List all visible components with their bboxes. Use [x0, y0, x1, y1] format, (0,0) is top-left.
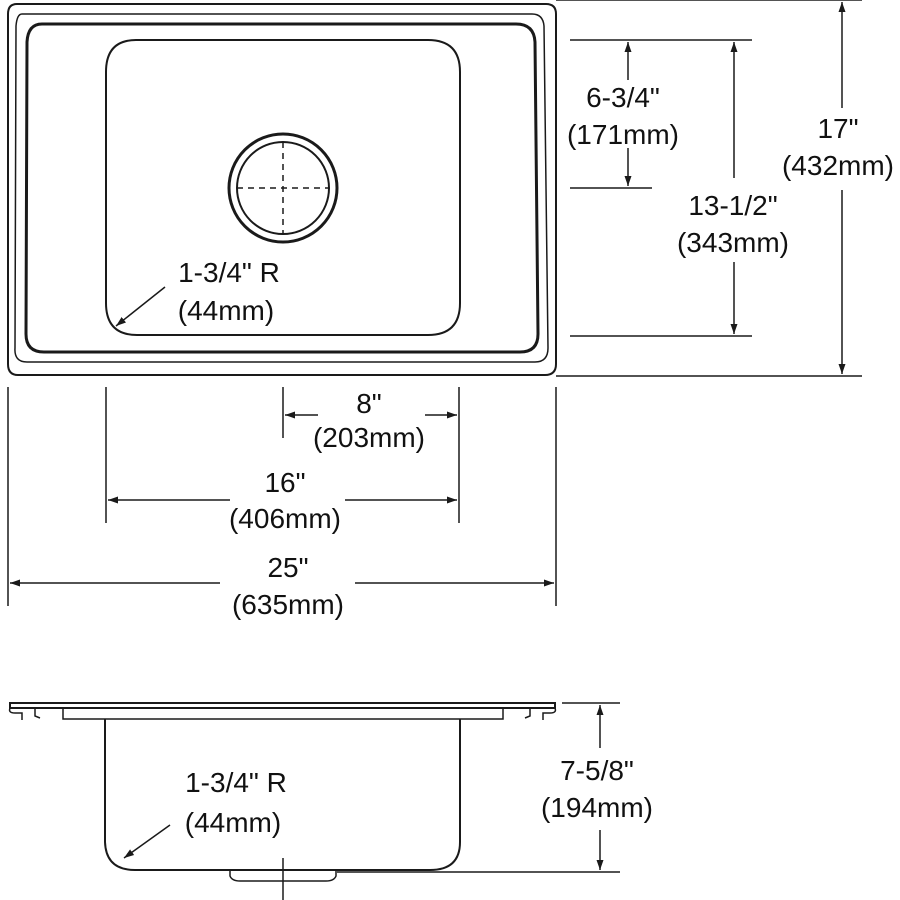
drain-icon [227, 132, 339, 244]
drain-offset-mm-label: (171mm) [567, 119, 679, 150]
drain-offset-in-label: 6-3/4" [586, 82, 660, 113]
radius-leader-top [115, 286, 166, 327]
overall-width-in-label: 25" [267, 552, 308, 583]
dimension-labels: 6-3/4" (171mm) 13-1/2" (343mm) 17" (432m… [178, 82, 894, 838]
overall-length-in-label: 17" [817, 113, 858, 144]
drain-center-width-in-label: 8" [356, 388, 382, 419]
sink-deck-line [24, 22, 540, 354]
side-inner-rim [62, 707, 504, 720]
right-dimensions [556, 0, 862, 377]
sink-rim-band [14, 13, 549, 363]
corner-radius-side-mm-label: (44mm) [185, 807, 281, 838]
bottom-dimensions [7, 387, 557, 606]
bowl-length-in-label: 13-1/2" [688, 190, 777, 221]
overall-length-mm-label: (432mm) [782, 150, 894, 181]
bowl-width-mm-label: (406mm) [229, 503, 341, 534]
depth-in-label: 7-5/8" [560, 755, 634, 786]
bowl-length-mm-label: (343mm) [677, 227, 789, 258]
corner-radius-top-in-label: 1-3/4" R [178, 257, 280, 288]
overall-width-mm-label: (635mm) [232, 589, 344, 620]
side-view [8, 702, 620, 900]
radius-leader-side [123, 824, 171, 859]
top-view [7, 3, 557, 376]
bowl-width-in-label: 16" [264, 467, 305, 498]
depth-mm-label: (194mm) [541, 792, 653, 823]
sink-bowl-outline [105, 39, 461, 336]
drain-center-width-mm-label: (203mm) [313, 422, 425, 453]
corner-radius-top-mm-label: (44mm) [178, 295, 274, 326]
sink-outer-rim [7, 3, 557, 376]
corner-radius-side-in-label: 1-3/4" R [185, 767, 287, 798]
